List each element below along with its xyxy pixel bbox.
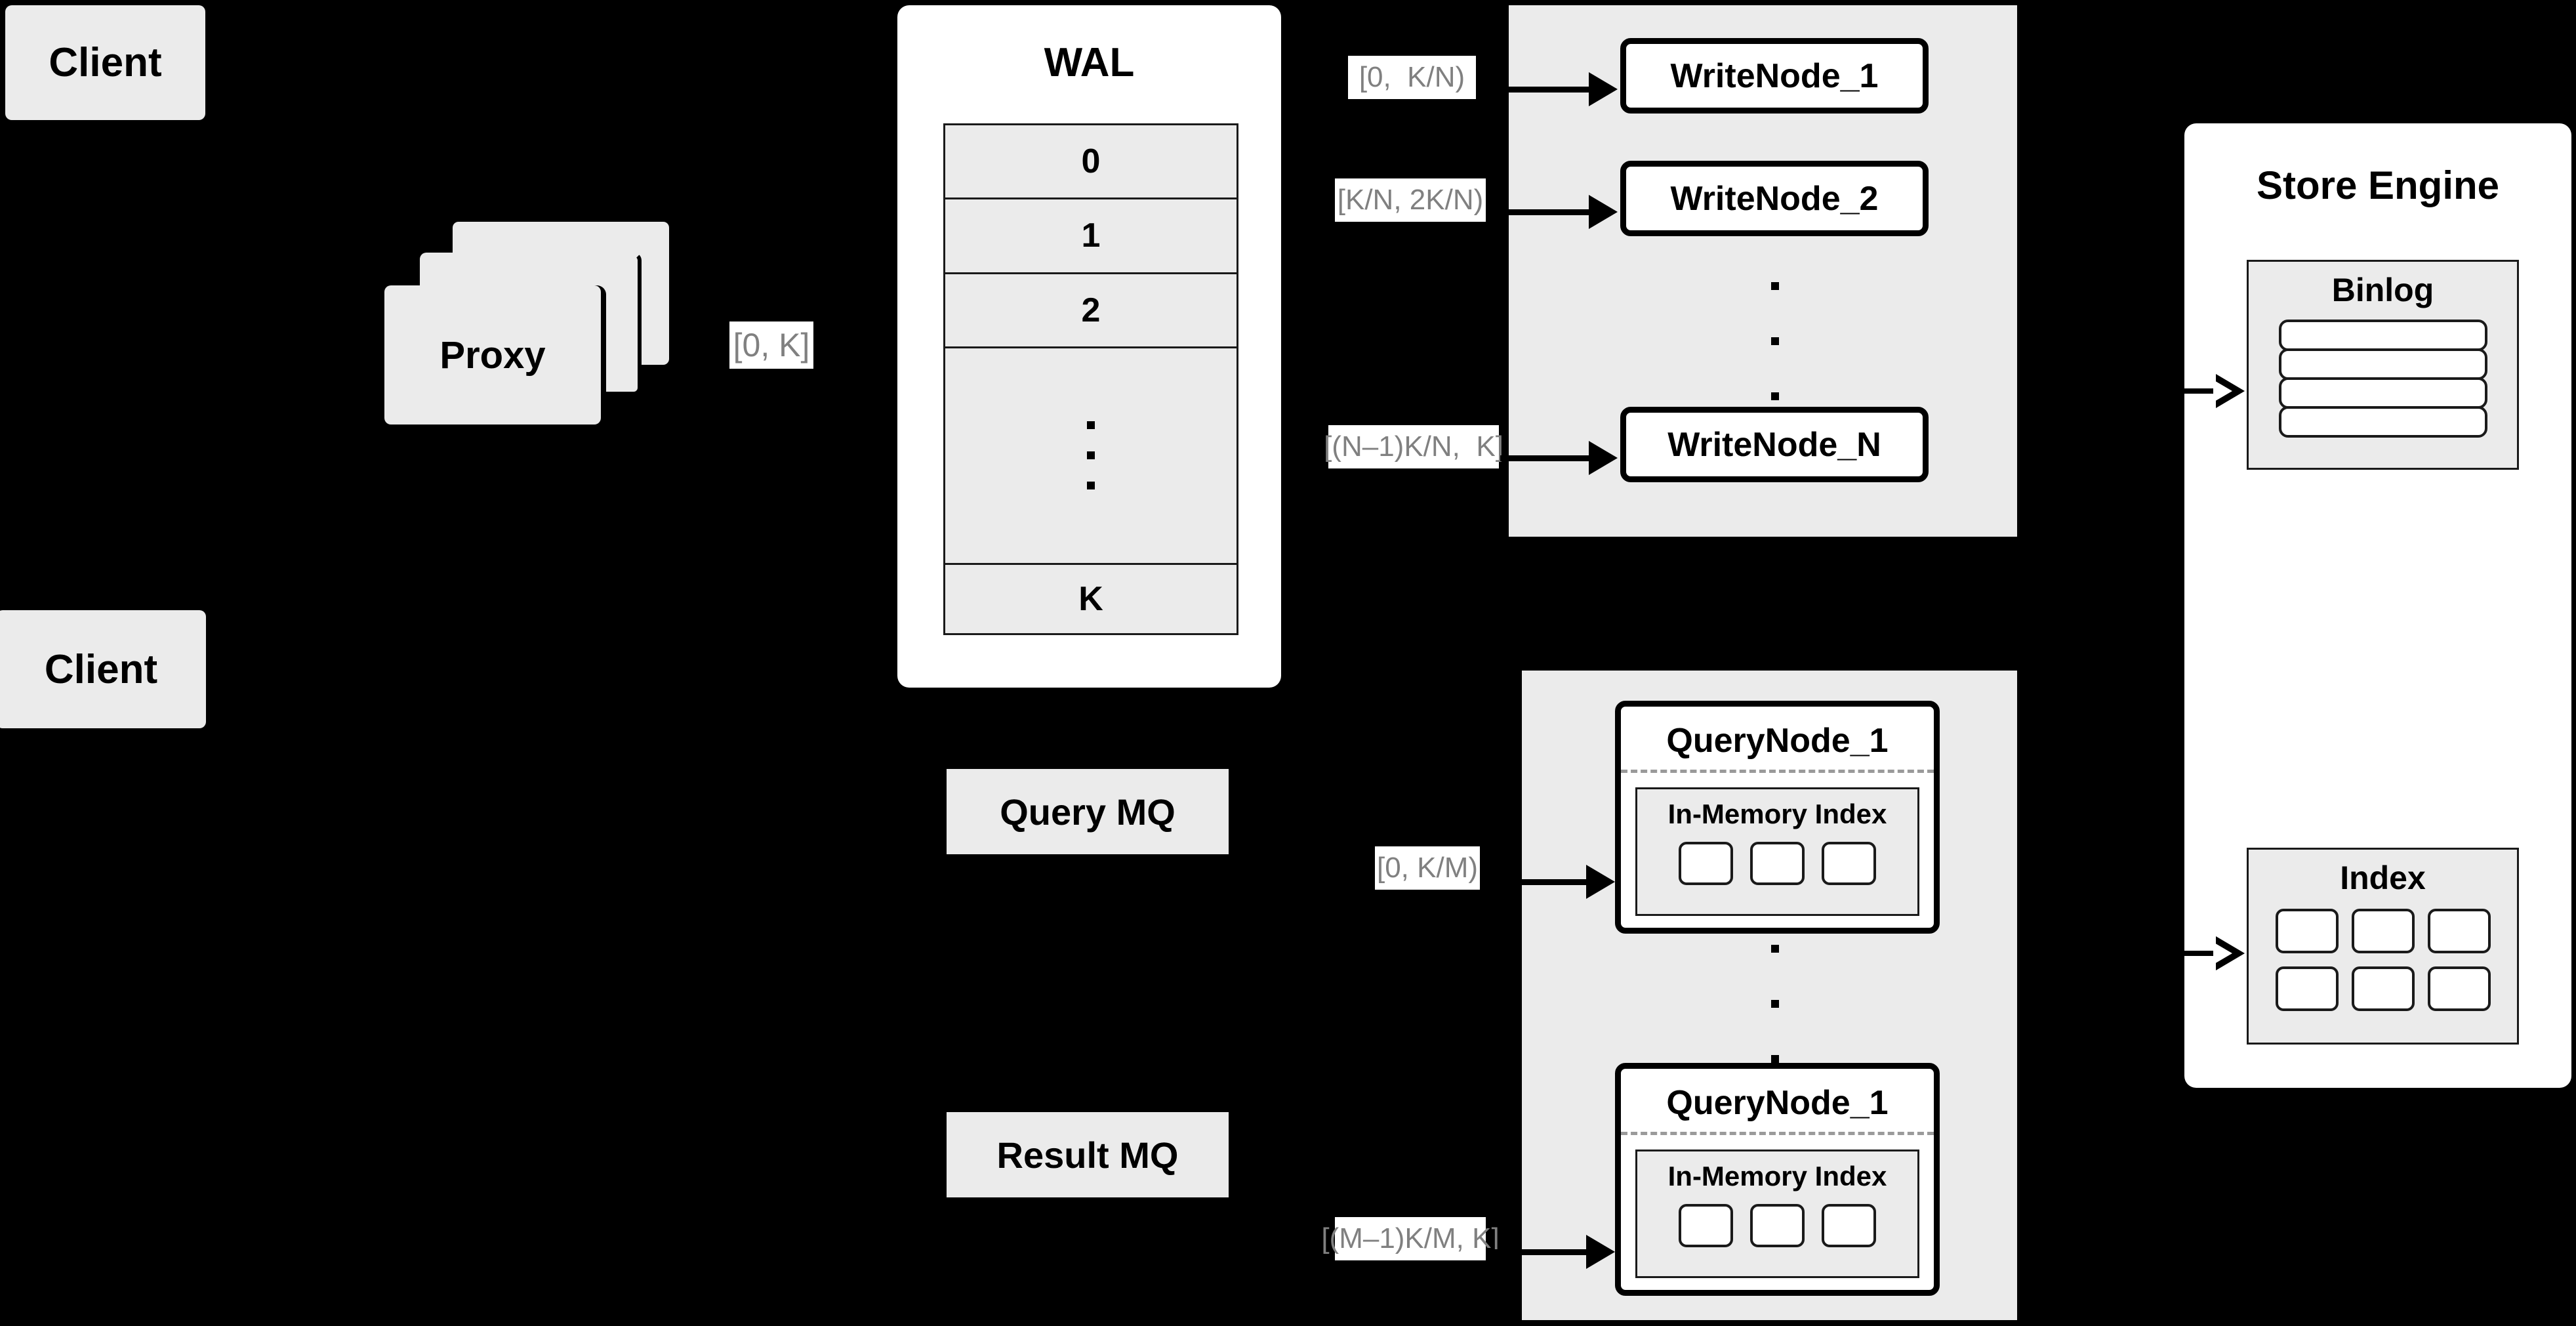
binlog-row — [2278, 348, 2487, 380]
write-node-label-1: WriteNode_1 — [1670, 56, 1879, 95]
range-tag-write-node-2-text: [K/N, 2K/N) — [1337, 184, 1484, 216]
in-memory-index-label-m: In-Memory Index — [1667, 1161, 1887, 1191]
arrow-to-query-node-m — [1488, 1235, 1615, 1269]
index-slot — [1750, 1204, 1805, 1247]
wal-table: 0 1 2 K — [943, 123, 1238, 635]
wal-row: K — [945, 565, 1237, 633]
write-node-label-2: WriteNode_2 — [1670, 179, 1879, 218]
wal-row: 0 — [945, 125, 1237, 200]
range-tag-proxy-to-wal: [0, K] — [729, 321, 813, 369]
store-engine-title: Store Engine — [2256, 163, 2500, 207]
binlog-row — [2278, 377, 2487, 409]
client-label-2: Client — [44, 646, 158, 692]
wal-row-label: 1 — [1081, 217, 1101, 255]
index-grid-slot — [2275, 966, 2339, 1011]
index-grid-slot — [2427, 966, 2491, 1011]
index-slot — [1750, 842, 1805, 885]
index-slot — [1679, 1204, 1733, 1247]
in-memory-index-panel-m: In-Memory Index — [1635, 1150, 1919, 1278]
result-mq-box[interactable]: Result MQ — [947, 1112, 1229, 1197]
range-tag-write-node-1: [0, K/N) — [1348, 56, 1476, 99]
store-engine-panel: Store Engine Binlog Index — [2184, 123, 2571, 1088]
arrow-to-write-node-n — [1500, 441, 1618, 475]
index-grid-slot — [2275, 909, 2339, 953]
write-node-box-n[interactable]: WriteNode_N — [1620, 407, 1929, 482]
proxy-card-front-face[interactable]: Proxy — [384, 285, 601, 425]
query-node-box-1[interactable]: QueryNode_1 In-Memory Index — [1615, 701, 1940, 934]
query-mq-box[interactable]: Query MQ — [947, 769, 1229, 854]
write-node-box-2[interactable]: WriteNode_2 — [1620, 161, 1929, 236]
write-node-label-n: WriteNode_N — [1667, 425, 1881, 464]
query-node-label-m: QueryNode_1 — [1666, 1084, 1889, 1122]
wal-title: WAL — [1044, 40, 1135, 85]
index-slot — [1679, 842, 1733, 885]
range-tag-write-node-n: [(N–1)K/N, K] — [1324, 425, 1503, 468]
index-grid-slot — [2427, 909, 2491, 953]
index-panel: Index — [2247, 848, 2519, 1045]
range-tag-write-node-1-text: [0, K/N) — [1359, 61, 1465, 93]
range-tag-write-node-n-text: [(N–1)K/N, K] — [1324, 430, 1503, 463]
range-tag-query-node-1: [0, K/M) — [1375, 846, 1480, 890]
range-tag-query-node-1-text: [0, K/M) — [1376, 852, 1479, 884]
arrow-to-index — [2184, 936, 2245, 970]
range-tag-proxy-to-wal-text: [0, K] — [733, 327, 810, 363]
binlog-row — [2278, 406, 2487, 438]
index-slot — [1822, 1204, 1876, 1247]
write-node-ellipsis — [1767, 282, 1783, 400]
query-mq-label: Query MQ — [1000, 791, 1176, 833]
wal-row-label: 2 — [1081, 291, 1101, 329]
query-node-box-m[interactable]: QueryNode_1 In-Memory Index — [1615, 1063, 1940, 1296]
client-box-1[interactable]: Client — [5, 5, 205, 120]
index-slot — [1822, 842, 1876, 885]
query-node-separator-m — [1621, 1132, 1934, 1135]
binlog-row — [2278, 320, 2487, 351]
binlog-panel: Binlog — [2247, 260, 2519, 470]
range-tag-write-node-2: [K/N, 2K/N) — [1335, 178, 1486, 222]
index-grid-slot — [2351, 966, 2415, 1011]
query-node-ellipsis — [1767, 945, 1783, 1063]
proxy-stack[interactable]: Proxy — [380, 210, 682, 440]
wal-panel: WAL 0 1 2 K — [897, 5, 1281, 688]
range-tag-query-node-m: [(M–1)K/M, K] — [1321, 1217, 1500, 1260]
query-node-separator-1 — [1621, 770, 1934, 773]
arrow-to-binlog — [2184, 374, 2245, 408]
write-node-box-1[interactable]: WriteNode_1 — [1620, 38, 1929, 114]
binlog-title: Binlog — [2331, 272, 2434, 308]
arrow-to-write-node-1 — [1489, 72, 1618, 106]
wal-row-label: 0 — [1081, 142, 1101, 181]
wal-row-label: K — [1078, 579, 1103, 618]
in-memory-index-label-1: In-Memory Index — [1667, 798, 1887, 829]
client-box-2[interactable]: Client — [0, 610, 206, 728]
index-grid-slot — [2351, 909, 2415, 953]
wal-ellipsis-dots — [1087, 421, 1095, 490]
proxy-label: Proxy — [440, 333, 546, 377]
result-mq-label: Result MQ — [996, 1134, 1179, 1176]
index-title: Index — [2340, 860, 2426, 896]
query-node-label-1: QueryNode_1 — [1666, 722, 1889, 760]
client-label-1: Client — [49, 40, 162, 85]
wal-row: 1 — [945, 199, 1237, 274]
wal-row-ellipsis — [945, 348, 1237, 565]
arrow-to-query-node-1 — [1488, 865, 1615, 899]
range-tag-query-node-m-text: [(M–1)K/M, K] — [1321, 1222, 1500, 1254]
in-memory-index-panel-1: In-Memory Index — [1635, 787, 1919, 916]
wal-row: 2 — [945, 274, 1237, 348]
arrow-to-write-node-2 — [1489, 195, 1618, 229]
